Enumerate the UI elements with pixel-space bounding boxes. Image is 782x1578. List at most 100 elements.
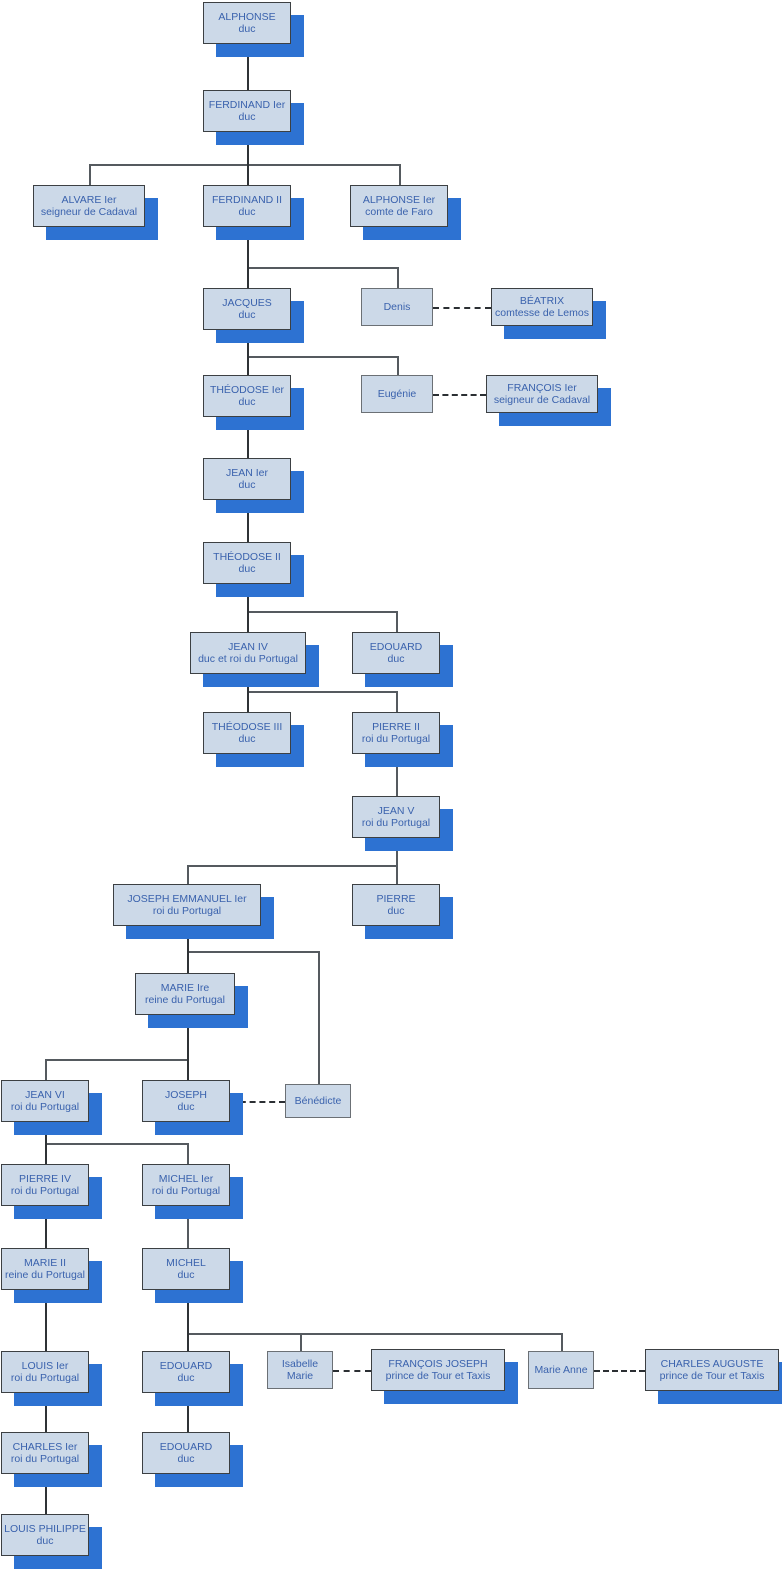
person-title: duc [387, 905, 405, 917]
connector-to-marie1 [187, 951, 189, 973]
person-name: MARIE Ire [160, 981, 210, 994]
connector-ferdinand1-bus [89, 164, 399, 166]
person-title: comtesse de Lemos [495, 307, 589, 319]
connector-to-isabelle [300, 1333, 302, 1351]
connector-marieanne-charles [594, 1370, 645, 1372]
person-title: duc [238, 396, 256, 408]
person-node-denis[interactable]: Denis [361, 288, 433, 326]
connector-josephduc-benedicte [230, 1101, 285, 1103]
person-title: duc [177, 1101, 195, 1113]
connector-to-eugenie [397, 356, 399, 375]
connector-to-marieanne [561, 1333, 563, 1351]
person-name: Denis [383, 300, 411, 313]
connector-to-pierreduc [396, 865, 398, 884]
person-title: reine du Portugal [5, 1269, 85, 1281]
connector-je-down [187, 926, 189, 952]
person-title: reine du Portugal [145, 994, 225, 1006]
connector-to-pierre4 [45, 1143, 47, 1164]
connector-to-theodose1 [247, 356, 249, 375]
person-title: duc [238, 206, 256, 218]
person-title: duc [36, 1535, 54, 1547]
connector-to-jean6 [45, 1059, 47, 1080]
person-name: Marie Anne [534, 1363, 588, 1376]
person-title: duc et roi du Portugal [198, 653, 298, 665]
connector-ferdinand1-down [247, 132, 249, 164]
connector-theodose1-to-jean1 [247, 417, 249, 458]
person-node-benedicte[interactable]: Bénédicte [285, 1084, 351, 1118]
connector-to-jean4 [247, 611, 249, 632]
connector-je-bus [187, 951, 320, 953]
connector-marie2-to-louis1 [45, 1290, 47, 1351]
person-name: MICHEL [166, 1256, 206, 1269]
person-title: duc [238, 479, 256, 491]
person-title: Marie [286, 1370, 314, 1382]
person-name: LOUIS Ier [21, 1359, 69, 1372]
connector-theodose2-down [247, 584, 249, 612]
connector-jean1-to-theodose2 [247, 500, 249, 542]
person-name: THÉODOSE Ier [209, 383, 285, 396]
person-name: JOSEPH [164, 1088, 207, 1101]
person-name: THÉODOSE III [211, 720, 283, 733]
person-name: EDOUARD [369, 640, 423, 653]
connector-to-alvare1 [89, 164, 91, 185]
person-name: PIERRE IV [19, 1172, 71, 1185]
person-name: JEAN IV [228, 640, 268, 653]
connector-to-theodose3 [247, 691, 249, 712]
person-title: duc [387, 653, 405, 665]
person-title: prince de Tour et Taxis [659, 1370, 765, 1382]
connector-micheld-down [187, 1290, 189, 1334]
person-node-marie_anne[interactable]: Marie Anne [528, 1351, 594, 1389]
person-name: LOUIS PHILIPPE [4, 1522, 86, 1535]
person-name: CHARLES AUGUSTE [660, 1357, 764, 1370]
connector-to-benedicte-v [318, 951, 320, 1084]
person-name: BÉATRIX [519, 294, 565, 307]
person-title: comte de Faro [365, 206, 433, 218]
connector-ferdinand2-down [247, 227, 249, 268]
person-node-eugenie[interactable]: Eugénie [361, 375, 433, 413]
person-name: JACQUES [222, 296, 272, 309]
connector-to-josephemmanuel [187, 865, 189, 884]
connector-denis-beatrix [433, 307, 491, 309]
connector-micheld-bus [187, 1333, 562, 1335]
person-name: JEAN V [377, 804, 415, 817]
person-title: duc [238, 111, 256, 123]
person-name: EDOUARD [159, 1440, 213, 1453]
connector-theodose2-bus [247, 611, 396, 613]
person-name: Eugénie [377, 387, 417, 400]
person-name: FERDINAND Ier [208, 98, 286, 111]
